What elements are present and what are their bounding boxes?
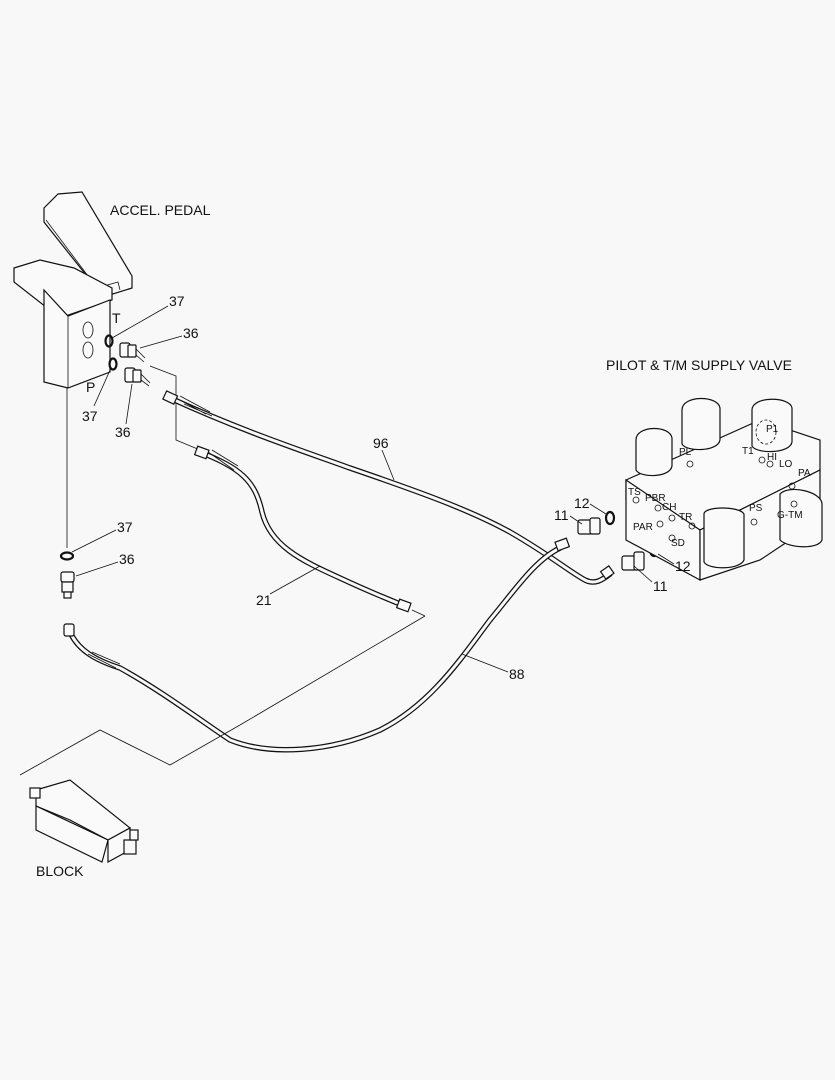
callout-37-low: 37: [117, 519, 133, 535]
port-par: PAR: [633, 522, 653, 533]
callout-12-upper: 12: [574, 495, 590, 511]
adapter-fitting-36-mid: [124, 367, 151, 387]
port-ts: TS: [628, 487, 641, 498]
pedal-fittings: [104, 334, 201, 451]
hose-88: [19, 537, 571, 776]
hose-21: [193, 445, 426, 617]
callout-11-lower: 11: [653, 578, 668, 594]
port-t-label: T: [112, 310, 121, 326]
adapter-fitting-36-top: [119, 342, 146, 363]
callout-21: 21: [256, 592, 272, 608]
o-ring-12-upper: [604, 510, 616, 526]
adapter-fitting-36-low: [60, 571, 75, 599]
port-pa: PA: [798, 468, 811, 479]
o-ring-37-top: [104, 334, 114, 348]
callout-88: 88: [509, 666, 525, 682]
port-tr: TR: [679, 512, 692, 523]
callout-36-top: 36: [183, 325, 199, 341]
port-p1: P1: [766, 424, 779, 435]
port-lo: LO: [779, 459, 793, 470]
port-ps: PS: [749, 503, 763, 514]
callout-36-mid: 36: [115, 424, 131, 440]
port-sd: SD: [671, 538, 685, 549]
callout-37-mid: 37: [82, 408, 98, 424]
block-label: BLOCK: [36, 863, 84, 879]
pilot-valve-label: PILOT & T/M SUPPLY VALVE: [606, 357, 792, 373]
block: [29, 779, 139, 864]
callout-37-top: 37: [169, 293, 185, 309]
valve-fittings: [577, 510, 660, 571]
lower-fittings: [59, 551, 75, 599]
port-pl: PL: [679, 447, 692, 458]
hose-96: [162, 390, 615, 585]
port-pbr: PBR: [645, 493, 666, 504]
callout-11-upper: 11: [554, 507, 569, 523]
port-hi: HI: [767, 452, 777, 463]
accel-pedal: [13, 191, 133, 548]
port-g-tm: G-TM: [777, 510, 803, 521]
adapter-fitting-11-upper: [577, 517, 601, 535]
port-t1: T1: [742, 446, 754, 457]
callout-12-lower: 12: [675, 558, 691, 574]
callout-36-low: 36: [119, 551, 135, 567]
o-ring-37-mid: [108, 357, 118, 371]
adapter-fitting-11-lower: [621, 551, 645, 571]
accel-pedal-label: ACCEL. PEDAL: [110, 202, 211, 218]
callout-96: 96: [373, 435, 389, 451]
callout-leaders: [71, 305, 675, 673]
o-ring-37-low: [59, 551, 75, 561]
pilot-tm-supply-valve: [625, 397, 823, 582]
port-ch: CH: [662, 502, 676, 513]
port-p-label: P: [86, 379, 95, 395]
